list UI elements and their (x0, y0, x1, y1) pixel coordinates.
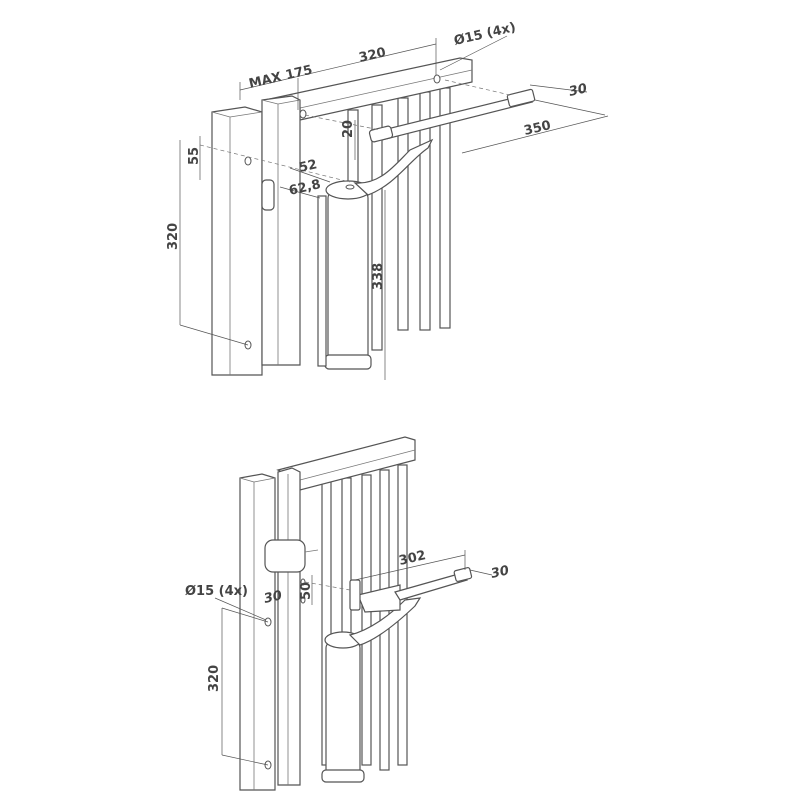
dim-rail-length: 320 (358, 45, 388, 66)
dim-hole-spacing: 50 (299, 582, 314, 600)
dim-pivot-offset: 52 (298, 157, 319, 176)
closer-cylinder (317, 180, 372, 370)
hole (299, 109, 307, 119)
dim-post-height: 320 (166, 223, 181, 250)
dim-max-offset: MAX 175 (248, 63, 314, 92)
gate-stile (261, 95, 301, 366)
dimension-lines (214, 550, 493, 766)
dimension-lines (179, 35, 609, 380)
closer-arm (353, 88, 536, 196)
closer-cylinder (321, 631, 365, 783)
dim-post-height: 320 (207, 665, 222, 692)
closer-arm (348, 567, 473, 646)
post (211, 106, 263, 376)
dim-pivot-depth: 62,8 (288, 177, 323, 199)
hinge (261, 179, 275, 211)
hole (433, 74, 441, 84)
dim-hole-offset: 30 (263, 588, 284, 607)
dim-arm-length: 302 (398, 548, 428, 569)
top-assembly: 320 Ø15 (4x) MAX 175 30 20 350 55 52 62,… (166, 20, 609, 380)
dim-arm-width: 30 (568, 81, 589, 100)
dim-hole-diameter: Ø15 (4x) (453, 20, 518, 49)
dim-closer-height: 338 (371, 263, 386, 290)
bottom-assembly: 302 30 Ø15 (4x) 30 50 320 (185, 436, 511, 791)
hinge (264, 539, 306, 573)
dim-hole-diameter: Ø15 (4x) (185, 584, 248, 599)
hole (300, 596, 306, 604)
post (239, 473, 276, 791)
dim-arm-offset: 20 (341, 120, 356, 138)
gate-stile (277, 467, 301, 786)
hole (244, 156, 252, 166)
dim-arm-width: 30 (490, 563, 511, 582)
dim-arm-length: 350 (523, 118, 553, 139)
dim-hole-spacing: 55 (187, 147, 202, 165)
